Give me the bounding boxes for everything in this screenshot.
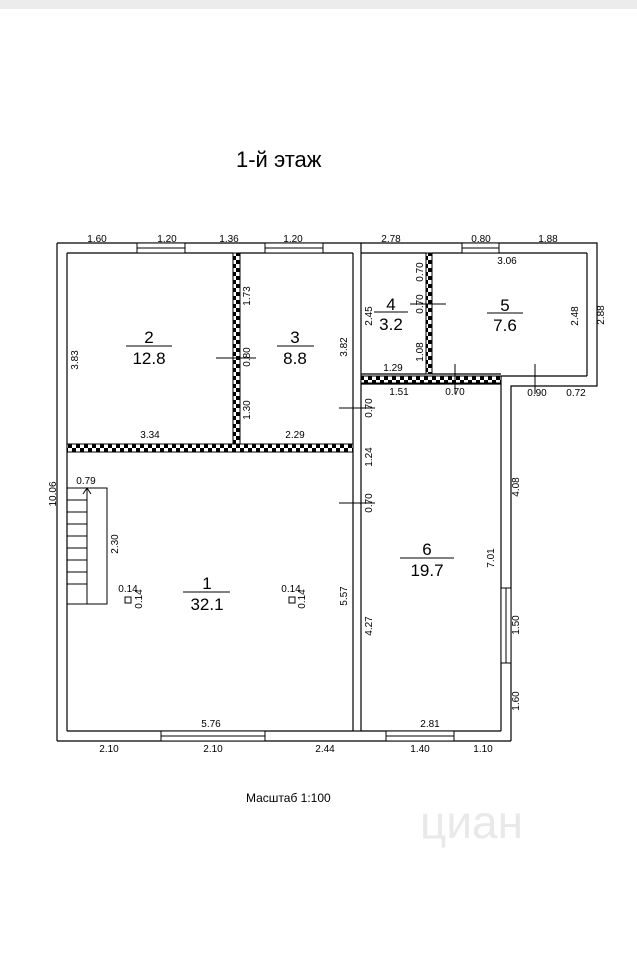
dimension-label: 2.81 [420,719,440,730]
room-number: 6 [422,540,431,559]
dimension-label: 4.08 [511,477,522,497]
dimension-label: 2.10 [203,744,223,755]
dimension-label: 3.34 [140,430,160,441]
dimension-label: 1.10 [473,744,493,755]
dimension-label: 1.30 [242,400,253,420]
dimension-label: 0.80 [471,234,491,245]
dimension-label: 2.30 [110,534,121,554]
dimension-label: 1.24 [364,447,375,467]
dimension-label: 0.72 [566,388,586,399]
room-3: 3 8.8 [283,328,307,368]
columns [124,596,296,604]
dimension-label: 0.14 [118,584,138,595]
dimension-label: 2.10 [99,744,119,755]
dimension-label: 2.78 [381,234,401,245]
door-markers [216,303,536,504]
dimension-label: 3.83 [70,350,81,370]
dimension-label: 0.70 [415,294,426,314]
room-label-rules [126,311,523,593]
dimension-label: 0.79 [76,476,96,487]
dimension-label: 5.57 [339,586,350,606]
scale-label: Масштаб 1:100 [246,791,331,805]
dimension-label: 1.29 [383,363,403,374]
room-6: 6 19.7 [410,540,443,580]
dimension-label: 2.29 [285,430,305,441]
room-area: 7.6 [493,316,517,335]
dimension-label: 0.70 [364,398,375,418]
partitions [66,252,502,453]
dimension-label: 2.88 [596,305,607,325]
dimension-label: 3.82 [339,337,350,357]
room-area: 3.2 [379,315,403,334]
dimension-label: 1.36 [219,234,239,245]
dimension-label: 1.88 [538,234,558,245]
dimension-label: 0.70 [364,493,375,513]
room-2: 2 12.8 [132,328,165,368]
outer-walls [56,242,598,742]
room-number: 2 [144,328,153,347]
dimension-label: 4.27 [364,616,375,636]
dimension-label: 2.44 [315,744,335,755]
dimension-label: 10.06 [48,481,59,506]
windows [136,242,512,742]
dimension-label: 0.14 [281,584,301,595]
room-area: 19.7 [410,561,443,580]
dimension-label: 1.20 [283,234,303,245]
dimension-label: 1.20 [157,234,177,245]
room-area: 32.1 [190,595,223,614]
dimensions-horizontal: 1.60 1.20 1.36 1.20 2.78 0.80 1.88 3.06 … [76,234,586,755]
dimension-label: 0.14 [134,589,145,609]
dimension-label: 1.51 [389,387,409,398]
dimension-label: 7.01 [486,548,497,568]
dimension-label: 1.60 [511,691,522,711]
watermark: циан [420,796,523,848]
dimension-label: 0.80 [242,347,253,367]
room-1: 1 32.1 [190,574,223,614]
dimension-label: 5.76 [201,719,221,730]
room-number: 1 [202,574,211,593]
floor-title: 1-й этаж [236,147,322,172]
dimension-label: 1.60 [87,234,107,245]
room-5: 5 7.6 [493,296,517,335]
dimension-label: 1.50 [511,615,522,635]
room-number: 4 [386,295,395,314]
top-bar [0,0,637,9]
dimension-label: 0.70 [445,387,465,398]
room-number: 5 [500,296,509,315]
dimension-label: 2.45 [364,306,375,326]
dimension-label: 3.06 [497,256,517,267]
room-area: 8.8 [283,349,307,368]
dimensions-vertical: 10.06 3.83 1.73 0.80 1.30 3.82 0.70 1.24… [48,262,607,711]
staircase [66,487,108,605]
dimension-label: 1.73 [242,286,253,306]
room-4: 4 3.2 [379,295,403,334]
dimension-label: 1.40 [410,744,430,755]
room-number: 3 [290,328,299,347]
dimension-label: 1.08 [415,342,426,362]
room-area: 12.8 [132,349,165,368]
dimension-label: 0.70 [415,262,426,282]
dimension-label: 2.48 [570,306,581,326]
dimension-label: 0.14 [297,589,308,609]
dimension-label: 0.90 [527,388,547,399]
